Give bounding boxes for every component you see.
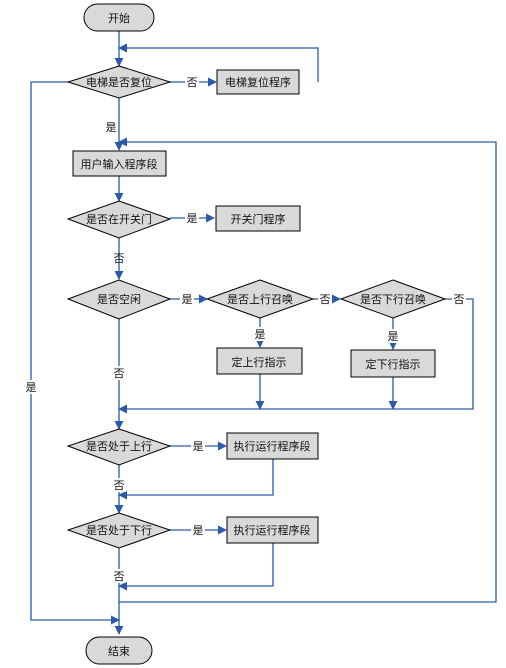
label-up-call-no: 否 xyxy=(320,293,331,306)
label-down-no: 否 xyxy=(114,570,125,583)
run-down-box: 执行运行程序段 xyxy=(226,516,319,544)
label-door-no: 否 xyxy=(114,252,125,265)
up-call-label: 是否上行召唤 xyxy=(227,292,293,306)
edge-run-up-out xyxy=(118,459,274,500)
edge-run-down-out xyxy=(118,543,274,591)
reset-program-label: 电梯复位程序 xyxy=(225,75,291,89)
idle-check-label: 是否空闲 xyxy=(97,292,141,306)
edge-labels: 否 是 是 否 是 否 否 是 是 否 是 否 是 否 是 xyxy=(24,75,466,583)
set-up-indicator-box: 定上行指示 xyxy=(216,347,303,375)
label-up-call-yes: 是 xyxy=(255,328,266,341)
reset-check-label: 电梯是否复位 xyxy=(86,75,152,89)
set-down-label: 定下行指示 xyxy=(366,357,421,371)
start-label: 开始 xyxy=(108,11,130,25)
label-idle-no: 否 xyxy=(114,367,125,380)
down-check-label: 是否处于下行 xyxy=(86,524,152,537)
edge-outer-loop xyxy=(118,137,497,603)
down-check-decision: 是否处于下行 xyxy=(66,512,172,549)
door-program-box: 开关门程序 xyxy=(215,205,301,232)
run-up-label: 执行运行程序段 xyxy=(234,439,311,453)
run-down-label: 执行运行程序段 xyxy=(234,523,311,537)
down-call-label: 是否下行召唤 xyxy=(360,292,426,306)
up-call-decision: 是否上行召唤 xyxy=(205,279,315,319)
door-check-decision: 是否在开关门 xyxy=(66,200,172,239)
up-check-label: 是否处于上行 xyxy=(86,440,152,453)
label-down-yes: 是 xyxy=(193,524,204,537)
door-check-label: 是否在开关门 xyxy=(86,212,152,226)
reset-program-box: 电梯复位程序 xyxy=(216,69,300,95)
label-door-yes: 是 xyxy=(187,212,198,225)
door-program-label: 开关门程序 xyxy=(231,212,286,226)
set-down-indicator-box: 定下行指示 xyxy=(350,349,436,378)
set-up-label: 定上行指示 xyxy=(232,355,287,369)
label-idle-yes: 是 xyxy=(182,293,193,306)
label-down-call-no: 否 xyxy=(454,293,465,306)
label-reset-no: 否 xyxy=(187,76,198,89)
user-input-label: 用户输入程序段 xyxy=(81,157,158,171)
up-check-decision: 是否处于上行 xyxy=(66,428,172,466)
edge-left-to-end xyxy=(30,81,120,625)
label-up-yes: 是 xyxy=(193,440,204,453)
label-up-no: 否 xyxy=(114,479,125,492)
start-node: 开始 xyxy=(83,3,155,32)
run-up-box: 执行运行程序段 xyxy=(226,432,319,460)
label-down-call-yes: 是 xyxy=(388,330,399,343)
label-reset-yes: 是 xyxy=(106,121,117,134)
reset-check-decision: 电梯是否复位 xyxy=(66,65,172,99)
down-call-decision: 是否下行召唤 xyxy=(339,279,447,319)
end-node: 结束 xyxy=(85,636,153,665)
end-label: 结束 xyxy=(108,645,130,658)
edge-reset-program-loop xyxy=(118,43,319,82)
idle-check-decision: 是否空闲 xyxy=(66,279,172,320)
label-left-yes: 是 xyxy=(26,381,37,394)
user-input-box: 用户输入程序段 xyxy=(72,150,167,177)
